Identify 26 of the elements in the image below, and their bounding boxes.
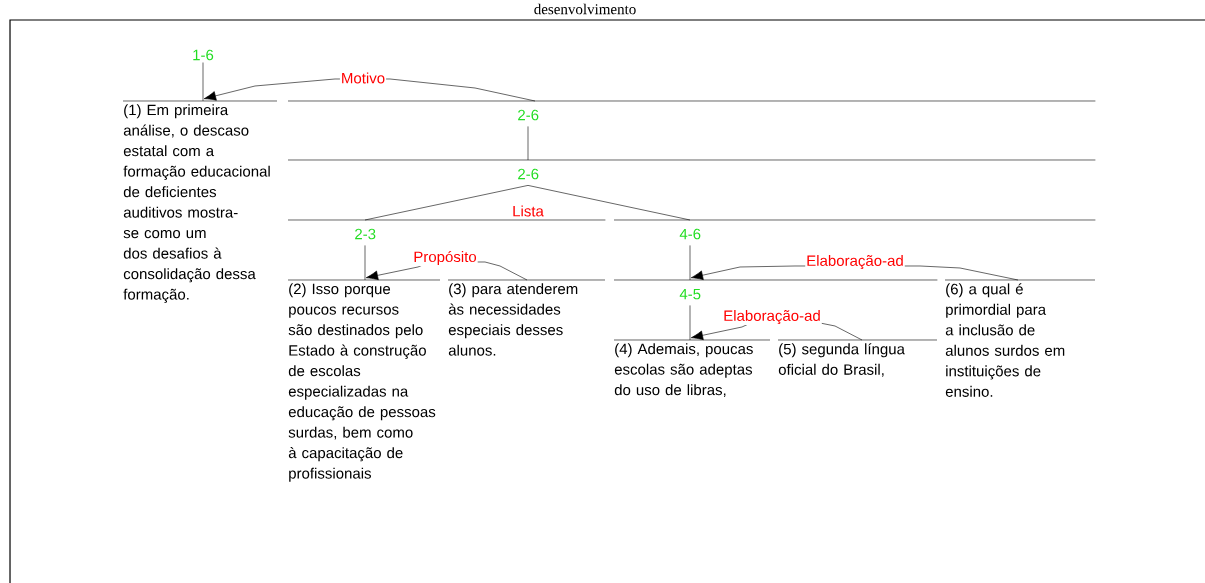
connector-line <box>364 185 529 221</box>
connector-line <box>364 245 366 281</box>
span-label: 4-5 <box>613 279 938 300</box>
relation-arrow <box>203 78 536 102</box>
span-label: 2-6 <box>287 100 1096 121</box>
relation-label: Motivo <box>339 71 387 85</box>
text-segment: (3) para atenderem às necessidades especiais desses alunos. <box>447 279 606 356</box>
text-segment: (5) segunda língua oficial do Brasil, <box>777 339 938 377</box>
span-label: 2-3 <box>287 219 606 240</box>
text-segment: (1) Em primeira análise, o descaso estatal com a formação educacional de deficientes auditivos mostra-se como um dos desafios à consolidação dessa formação. <box>122 100 278 303</box>
relation-label: Lista <box>511 205 545 217</box>
connector-line <box>689 305 691 341</box>
span-label: 2-6 <box>287 159 1096 180</box>
connector-line <box>527 126 529 161</box>
span-label: 4-6 <box>613 219 1096 240</box>
title: desenvolvimento <box>534 3 636 15</box>
relation-label: Elaboração-ad <box>805 253 905 270</box>
connector-line <box>527 185 691 221</box>
text-segment: (6) a qual é primordial para a inclusão de alunos surdos em instituições de ensino. <box>944 279 1096 397</box>
relation-label: Propósito <box>412 249 478 267</box>
relation-label: Elaboração-ad <box>722 308 822 325</box>
text-segment: (4) Ademais, poucas escolas são adeptas do uso de libras, <box>613 339 771 397</box>
connector-line <box>202 62 204 102</box>
text-segment: (2) Isso porque poucos recursos são destinados pelo Estado à construção de escolas especializadas na educação de pessoas surdas, bem como à capacitação de profissionais <box>287 279 441 482</box>
connector-line <box>689 245 691 281</box>
span-label: 1-6 <box>193 49 214 61</box>
